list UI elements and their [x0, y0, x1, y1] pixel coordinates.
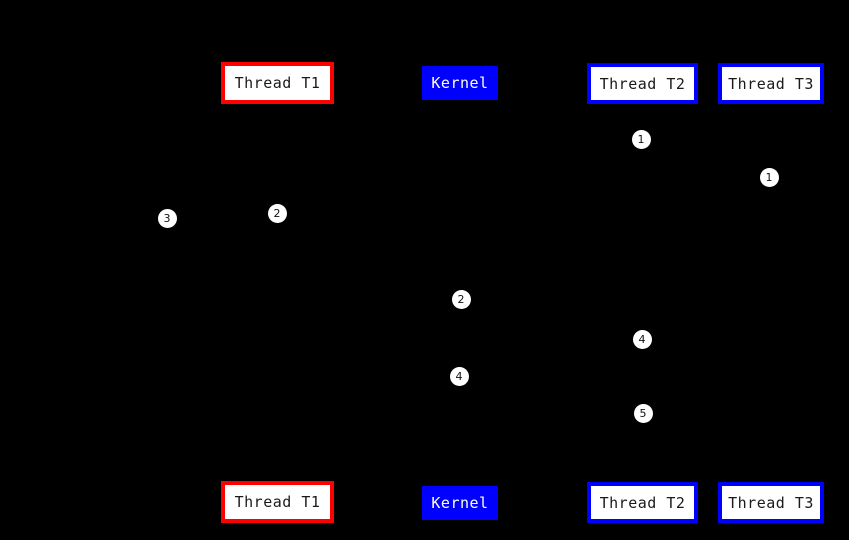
top-kernel-box[interactable]: Kernel — [422, 66, 498, 100]
sequence-marker-1: 1 — [631, 129, 651, 149]
bottom-thread-t1-label: Thread T1 — [234, 493, 321, 511]
top-kernel-label: Kernel — [431, 74, 489, 92]
bottom-thread-t2-label: Thread T2 — [599, 493, 686, 512]
sequence-marker-2: 2 — [451, 289, 471, 309]
sequence-marker-4: 4 — [632, 329, 652, 349]
top-thread-t2-label: Thread T2 — [599, 74, 686, 93]
bottom-thread-t1-box[interactable]: Thread T1 — [221, 481, 334, 523]
top-thread-t3-box[interactable]: Thread T3 — [718, 63, 824, 104]
top-thread-t1-label: Thread T1 — [234, 74, 321, 92]
bottom-thread-t2-box[interactable]: Thread T2 — [587, 482, 698, 523]
sequence-marker-4: 4 — [449, 366, 469, 386]
lifeline-thread-t2 — [642, 104, 643, 482]
lifeline-thread-t1 — [277, 104, 278, 481]
sequence-marker-3: 3 — [157, 208, 177, 228]
sequence-marker-5: 5 — [633, 403, 653, 423]
bottom-kernel-label: Kernel — [431, 494, 489, 512]
bottom-kernel-box[interactable]: Kernel — [422, 486, 498, 520]
bottom-thread-t3-box[interactable]: Thread T3 — [718, 482, 824, 523]
lifeline-thread-t3 — [771, 104, 772, 482]
sequence-marker-2: 2 — [267, 203, 287, 223]
sequence-marker-1: 1 — [759, 167, 779, 187]
top-thread-t2-box[interactable]: Thread T2 — [587, 63, 698, 104]
bottom-thread-t3-label: Thread T3 — [728, 493, 814, 512]
top-thread-t3-label: Thread T3 — [728, 74, 814, 93]
top-thread-t1-box[interactable]: Thread T1 — [221, 62, 334, 104]
